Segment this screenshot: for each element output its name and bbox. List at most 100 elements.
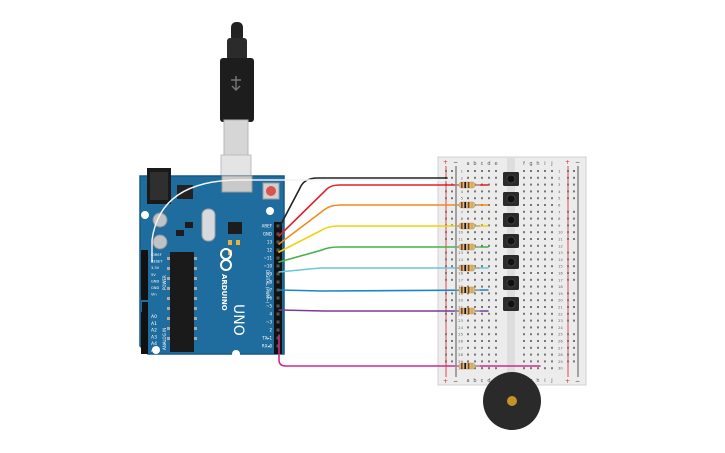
bb-hole[interactable] <box>523 353 525 356</box>
bb-hole[interactable] <box>467 285 469 288</box>
bb-hole[interactable] <box>488 360 490 363</box>
bb-hole[interactable] <box>523 176 525 179</box>
bb-hole[interactable] <box>530 204 532 206</box>
bb-hole[interactable] <box>488 353 490 356</box>
bb-rail-hole[interactable] <box>445 265 447 268</box>
bb-hole[interactable] <box>467 217 469 220</box>
bb-hole[interactable] <box>537 210 539 213</box>
bb-hole[interactable] <box>495 367 497 370</box>
bb-rail-hole[interactable] <box>573 353 575 356</box>
bb-hole[interactable] <box>537 326 539 329</box>
bb-hole[interactable] <box>467 272 469 274</box>
bb-rail-hole[interactable] <box>573 265 575 268</box>
bb-hole[interactable] <box>474 285 476 288</box>
bb-hole[interactable] <box>488 340 490 342</box>
bb-hole[interactable] <box>530 353 532 356</box>
bb-hole[interactable] <box>474 346 476 349</box>
bb-hole[interactable] <box>495 231 497 234</box>
bb-hole[interactable] <box>474 367 476 370</box>
bb-hole[interactable] <box>544 231 546 234</box>
bb-hole[interactable] <box>551 326 553 329</box>
bb-hole[interactable] <box>530 272 532 274</box>
bb-hole[interactable] <box>488 272 490 274</box>
bb-hole[interactable] <box>537 360 539 363</box>
bb-rail-hole[interactable] <box>567 183 569 186</box>
bb-hole[interactable] <box>537 272 539 274</box>
bb-rail-hole[interactable] <box>451 217 453 220</box>
bb-hole[interactable] <box>537 176 539 179</box>
bb-hole[interactable] <box>488 346 490 349</box>
bb-hole[interactable] <box>537 285 539 288</box>
bb-rail-hole[interactable] <box>445 340 447 342</box>
bb-hole[interactable] <box>544 319 546 322</box>
bb-hole[interactable] <box>488 285 490 288</box>
bb-hole[interactable] <box>523 265 525 268</box>
bb-rail-hole[interactable] <box>573 190 575 193</box>
bb-rail-hole[interactable] <box>573 278 575 281</box>
bb-hole[interactable] <box>523 312 525 315</box>
bb-hole[interactable] <box>523 278 525 281</box>
bb-hole[interactable] <box>544 244 546 247</box>
bb-hole[interactable] <box>544 292 546 295</box>
bb-hole[interactable] <box>488 170 490 172</box>
bb-rail-hole[interactable] <box>451 306 453 308</box>
header-pin[interactable] <box>276 272 280 276</box>
bb-rail-hole[interactable] <box>567 306 569 308</box>
bb-rail-hole[interactable] <box>445 190 447 193</box>
bb-hole[interactable] <box>544 333 546 336</box>
bb-hole[interactable] <box>495 224 497 227</box>
bb-hole[interactable] <box>523 231 525 234</box>
bb-rail-hole[interactable] <box>573 333 575 336</box>
bb-hole[interactable] <box>481 238 483 240</box>
bb-hole[interactable] <box>537 278 539 281</box>
bb-rail-hole[interactable] <box>451 210 453 213</box>
header-pin[interactable] <box>276 312 280 316</box>
bb-rail-hole[interactable] <box>567 292 569 295</box>
bb-rail-hole[interactable] <box>451 278 453 281</box>
bb-rail-hole[interactable] <box>445 299 447 302</box>
bb-hole[interactable] <box>523 190 525 193</box>
bb-rail-hole[interactable] <box>573 176 575 179</box>
bb-hole[interactable] <box>537 299 539 302</box>
bb-hole[interactable] <box>495 353 497 356</box>
bb-hole[interactable] <box>474 326 476 329</box>
bb-hole[interactable] <box>530 224 532 227</box>
bb-hole[interactable] <box>537 224 539 227</box>
bb-hole[interactable] <box>467 258 469 261</box>
header-pin[interactable] <box>276 280 280 284</box>
bb-hole[interactable] <box>544 258 546 261</box>
bb-hole[interactable] <box>474 299 476 302</box>
bb-hole[interactable] <box>530 319 532 322</box>
bb-rail-hole[interactable] <box>573 319 575 322</box>
bb-hole[interactable] <box>495 333 497 336</box>
bb-hole[interactable] <box>530 326 532 329</box>
header-pin[interactable] <box>276 344 280 348</box>
bb-hole[interactable] <box>495 170 497 172</box>
bb-hole[interactable] <box>467 346 469 349</box>
bb-rail-hole[interactable] <box>573 312 575 315</box>
bb-hole[interactable] <box>544 217 546 220</box>
bb-hole[interactable] <box>544 353 546 356</box>
bb-hole[interactable] <box>488 326 490 329</box>
bb-hole[interactable] <box>481 231 483 234</box>
bb-hole[interactable] <box>488 244 490 247</box>
bb-hole[interactable] <box>495 217 497 220</box>
bb-hole[interactable] <box>495 258 497 261</box>
bb-rail-hole[interactable] <box>445 306 447 308</box>
bb-rail-hole[interactable] <box>445 360 447 363</box>
bb-hole[interactable] <box>467 292 469 295</box>
bb-hole[interactable] <box>495 190 497 193</box>
pushbutton-icon[interactable] <box>503 234 519 248</box>
bb-rail-hole[interactable] <box>451 170 453 172</box>
bb-hole[interactable] <box>488 217 490 220</box>
bb-rail-hole[interactable] <box>567 210 569 213</box>
bb-hole[interactable] <box>474 231 476 234</box>
bb-rail-hole[interactable] <box>567 265 569 268</box>
bb-hole[interactable] <box>544 278 546 281</box>
bb-hole[interactable] <box>467 340 469 342</box>
bb-rail-hole[interactable] <box>445 312 447 315</box>
bb-hole[interactable] <box>488 204 490 206</box>
bb-rail-hole[interactable] <box>451 340 453 342</box>
bb-hole[interactable] <box>530 176 532 179</box>
bb-hole[interactable] <box>551 183 553 186</box>
